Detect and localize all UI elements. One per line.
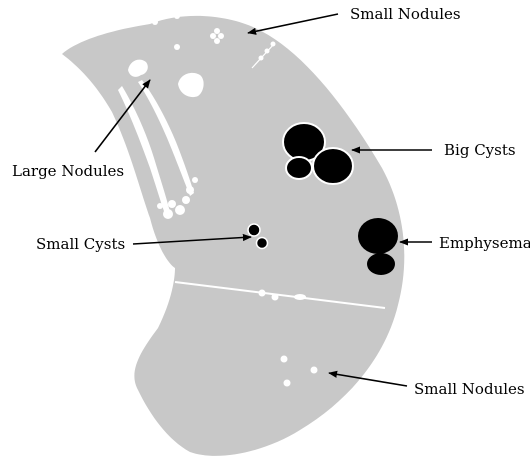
arrow-small-nodules-top <box>248 14 338 33</box>
label-small-nodules-bottom: Small Nodules <box>414 380 525 398</box>
label-big-cysts: Big Cysts <box>444 141 516 159</box>
label-small-nodules-top: Small Nodules <box>350 5 461 23</box>
label-emphysema: Emphysema <box>439 234 530 252</box>
label-large-nodules: Large Nodules <box>12 162 124 180</box>
label-small-cysts: Small Cysts <box>36 235 125 253</box>
